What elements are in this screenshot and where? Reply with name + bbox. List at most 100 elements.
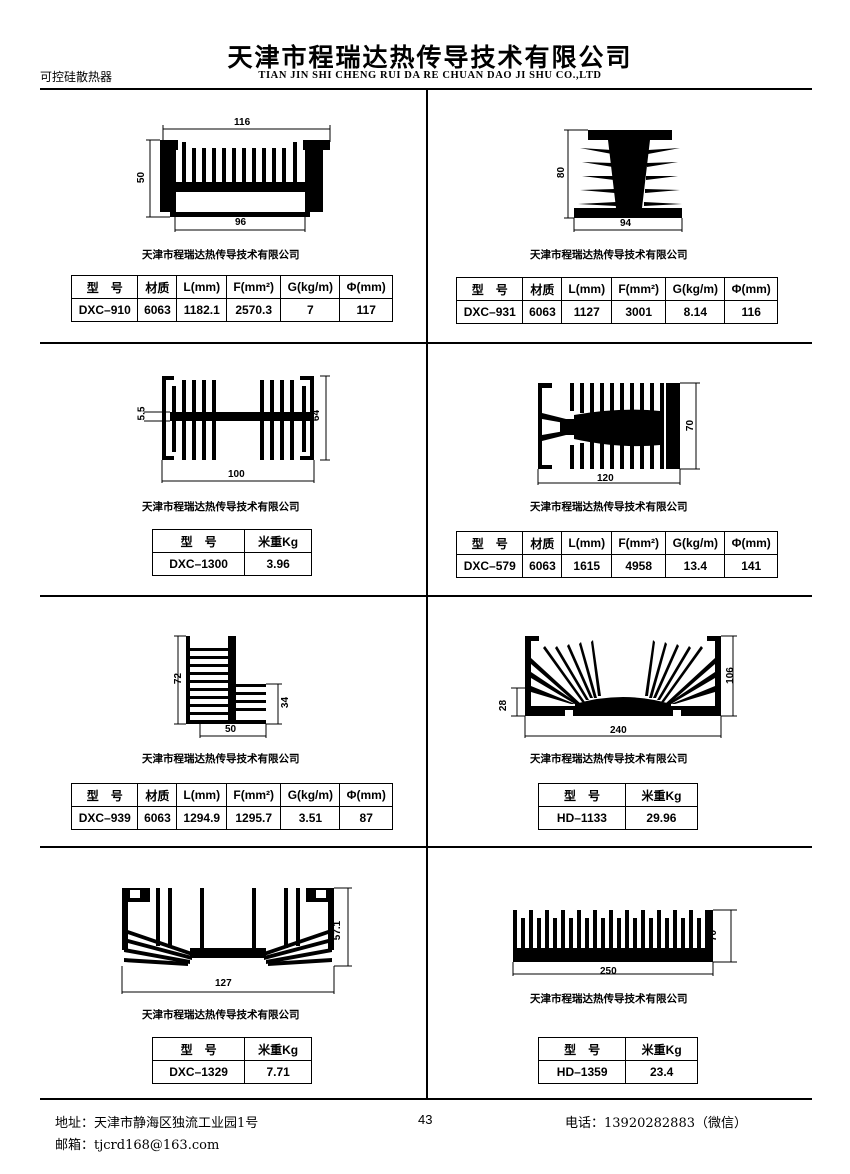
td-length: 1294.9 [176,806,228,830]
th-diameter: Φ(mm) [339,275,393,299]
dim-width: 240 [610,725,627,736]
spec-table-dxc1300: 型 号 米重Kg DXC–1300 3.96 [151,529,312,576]
dim-height: 70 [708,929,720,942]
td-model: HD–1133 [538,806,626,830]
fin [513,910,517,950]
fin [665,918,669,950]
td-model: DXC–1300 [151,552,246,576]
td-diameter: 141 [724,554,778,578]
th-model: 型 号 [151,1037,246,1061]
td-weight: 29.96 [624,806,699,830]
dim-height: 72 [173,672,185,685]
th-area: F(mm²) [226,275,282,299]
th-diameter: Φ(mm) [724,277,778,301]
grid-divider-row3 [40,846,812,848]
fin [625,910,629,950]
td-area: 4958 [611,554,667,578]
fin [545,910,549,950]
header-rule [40,88,812,90]
td-length: 1615 [561,554,613,578]
profile-drawing-dxc579 [530,375,710,487]
grid-divider-row1 [40,342,812,344]
th-material: 材质 [522,277,563,301]
dim-base: 96 [235,217,247,228]
fin [617,918,621,950]
td-model: DXC–910 [70,298,139,322]
profile-drawing-dxc910 [130,112,340,237]
td-length: 1182.1 [176,298,228,322]
profile-drawing-hd1133 [505,628,745,740]
fin [649,918,653,950]
td-weight: 3.96 [244,552,312,576]
dim-width: 116 [234,117,251,128]
grid-divider-row2 [40,595,812,597]
footer-phone: 电话：13920282883（微信） [565,1116,747,1131]
fin [593,910,597,950]
footer-email: 邮箱：tjcrd168@163.com [55,1138,220,1153]
fin [697,918,701,950]
td-weight: 23.4 [625,1060,698,1084]
td-material: 6063 [137,298,178,322]
td-model: HD–1359 [537,1060,627,1084]
dim-base: 50 [225,724,237,735]
spec-table-hd1133: 型 号 米重Kg HD–1133 29.96 [538,783,699,830]
th-model: 型 号 [537,1037,627,1061]
caption-company: 天津市程瑞达热传导技术有限公司 [530,993,688,1005]
company-name-cn: 天津市程瑞达热传导技术有限公司 [227,43,633,72]
dim-height: 50 [136,171,148,184]
spec-table-dxc939: 型 号 材质 L(mm) F(mm²) G(kg/m) Φ(mm) DXC–93… [70,783,393,830]
td-area: 1295.7 [226,806,282,830]
td-weight: 7 [280,298,341,322]
page-number: 43 [418,1112,433,1127]
end-wall [705,910,713,962]
td-material: 6063 [522,300,563,324]
profile-drawing-dxc939 [170,628,310,740]
th-model: 型 号 [151,529,246,553]
fin [689,910,693,950]
td-diameter: 117 [339,298,393,322]
th-length: L(mm) [561,277,613,301]
th-weight: G(kg/m) [665,531,726,555]
fin [633,918,637,950]
caption-company: 天津市程瑞达热传导技术有限公司 [142,753,300,765]
caption-company: 天津市程瑞达热传导技术有限公司 [142,1009,300,1021]
td-material: 6063 [137,806,178,830]
caption-company: 天津市程瑞达热传导技术有限公司 [142,501,300,513]
th-area: F(mm²) [611,277,667,301]
fin [569,918,573,950]
th-material: 材质 [137,275,178,299]
th-area: F(mm²) [226,783,282,807]
td-weight: 3.51 [280,806,341,830]
spec-table-dxc910: 型 号 材质 L(mm) F(mm²) G(kg/m) Φ(mm) DXC–91… [70,275,393,322]
caption-company: 天津市程瑞达热传导技术有限公司 [142,249,300,261]
td-model: DXC–939 [70,806,139,830]
fin [601,918,605,950]
dim-width: 100 [228,469,245,480]
dim-height: 57.1 [332,920,344,941]
td-material: 6063 [522,554,563,578]
td-area: 3001 [611,300,667,324]
spec-table-dxc1329: 型 号 米重Kg DXC–1329 7.71 [151,1037,312,1084]
td-model: DXC–579 [455,554,524,578]
td-diameter: 87 [339,806,393,830]
th-model: 型 号 [455,531,524,555]
th-material: 材质 [522,531,563,555]
th-diameter: Φ(mm) [339,783,393,807]
dim-height: 80 [556,166,568,179]
profile-drawing-hd1359 [505,900,745,990]
td-model: DXC–1329 [151,1060,246,1084]
fin [609,910,613,950]
th-model: 型 号 [70,783,139,807]
th-diameter: Φ(mm) [724,531,778,555]
th-area: F(mm²) [611,531,667,555]
catalog-subtitle: 可控硅散热器 [40,70,113,84]
dim-inner: 34 [280,696,292,709]
caption-company: 天津市程瑞达热传导技术有限公司 [530,501,688,513]
fin [537,918,541,950]
th-model: 型 号 [538,783,626,807]
fin [681,918,685,950]
dim-width: 120 [597,473,614,484]
fin [577,910,581,950]
td-length: 1127 [561,300,613,324]
profile-drawing-dxc931 [550,120,700,235]
